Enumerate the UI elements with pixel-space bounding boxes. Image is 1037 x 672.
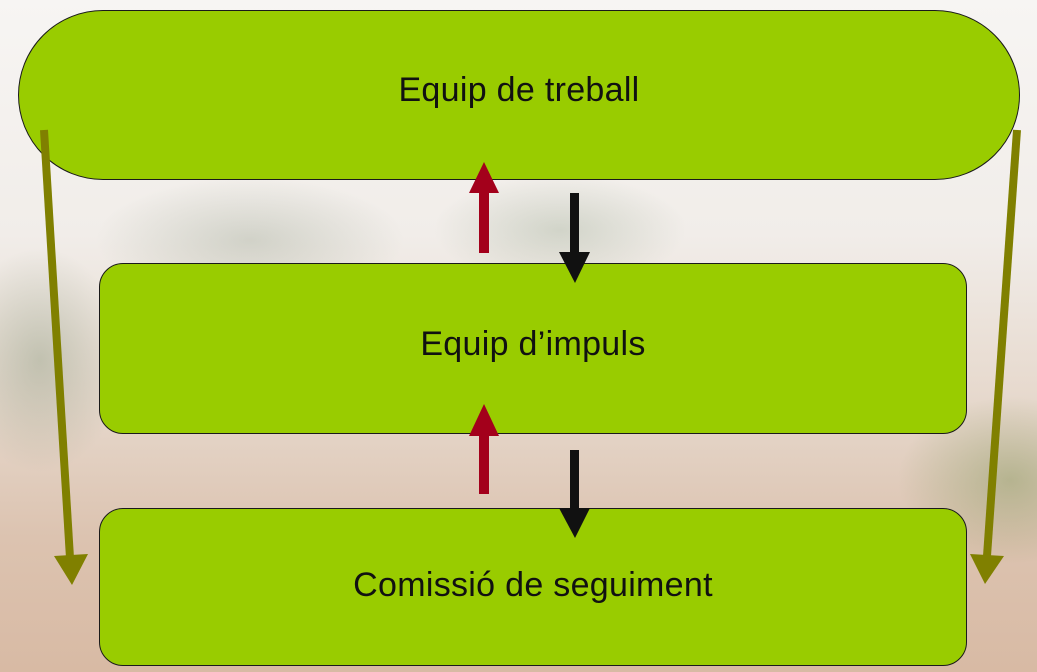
box-equip-de-treball-label: Equip de treball: [398, 70, 640, 109]
box-comissio-de-seguiment-label: Comissió de seguiment: [353, 565, 713, 604]
box-comissio-de-seguiment: Comissió de seguiment: [99, 508, 967, 666]
box-equip-impuls-label: Equip d’impuls: [420, 325, 646, 363]
box-equip-de-treball: Equip de treball: [18, 10, 1020, 180]
box-equip-impuls: Equip d’impuls: [99, 263, 967, 434]
